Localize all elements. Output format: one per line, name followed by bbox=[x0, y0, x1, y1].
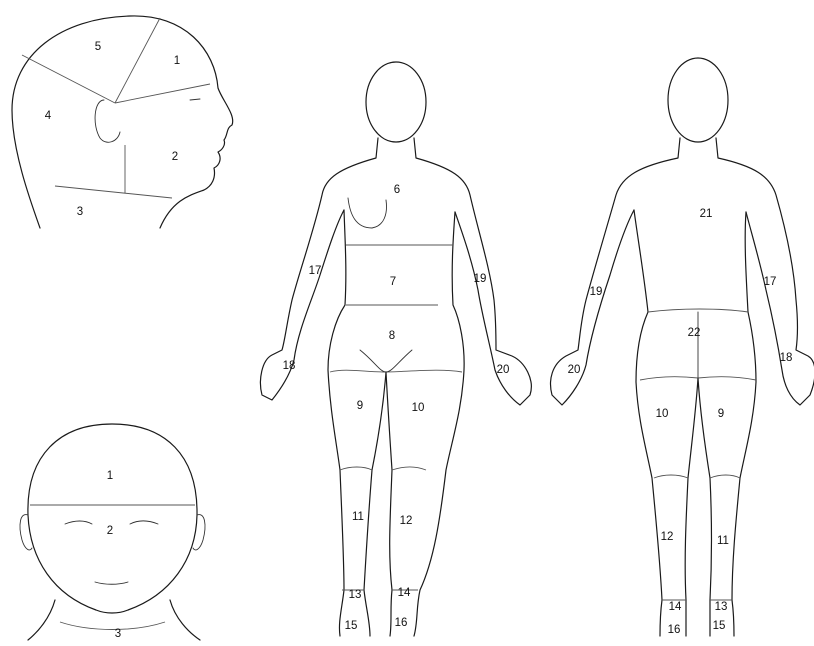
back-body-region-9: 9 bbox=[718, 408, 724, 420]
front-body-region-8: 8 bbox=[389, 330, 395, 342]
front-body-region-13: 13 bbox=[349, 589, 362, 601]
back-body-region-14: 14 bbox=[669, 601, 682, 613]
front-body-region-6: 6 bbox=[394, 184, 400, 196]
front-body-region-12: 12 bbox=[400, 515, 413, 527]
back-body-figure bbox=[551, 58, 814, 636]
back-body-region-18: 18 bbox=[780, 352, 793, 364]
front-body-region-20: 20 bbox=[497, 364, 510, 376]
front-body-region-17: 17 bbox=[309, 265, 322, 277]
front-body-region-18: 18 bbox=[283, 360, 296, 372]
front-body-region-10: 10 bbox=[412, 402, 425, 414]
front-body-region-7: 7 bbox=[390, 276, 396, 288]
front-head-region-1: 1 bbox=[107, 470, 113, 482]
side-head-region-4: 4 bbox=[45, 110, 52, 122]
front-body-region-16: 16 bbox=[395, 617, 408, 629]
back-body-region-13: 13 bbox=[715, 601, 728, 613]
front-body-region-14: 14 bbox=[398, 587, 411, 599]
side-head-region-5: 5 bbox=[95, 41, 101, 53]
front-body-region-19: 19 bbox=[474, 273, 487, 285]
front-head-region-3: 3 bbox=[115, 628, 121, 640]
front-head-region-2: 2 bbox=[107, 525, 113, 537]
back-body-region-12: 12 bbox=[661, 531, 674, 543]
back-body-region-19: 19 bbox=[590, 286, 603, 298]
back-body-region-21: 21 bbox=[700, 208, 713, 220]
side-head-region-3: 3 bbox=[77, 206, 83, 218]
back-body-region-17: 17 bbox=[764, 276, 777, 288]
back-body-region-22: 22 bbox=[688, 327, 701, 339]
side-head-region-1: 1 bbox=[174, 55, 180, 67]
back-body-region-10: 10 bbox=[656, 408, 669, 420]
back-body-region-15: 15 bbox=[713, 620, 726, 632]
front-body-region-15: 15 bbox=[345, 620, 358, 632]
front-body-region-11: 11 bbox=[352, 511, 364, 523]
front-body-region-9: 9 bbox=[357, 400, 363, 412]
front-body-figure bbox=[260, 62, 531, 636]
back-body-region-11: 11 bbox=[717, 535, 729, 547]
back-body-region-20: 20 bbox=[568, 364, 581, 376]
side-head-region-2: 2 bbox=[172, 151, 178, 163]
back-body-region-16: 16 bbox=[668, 624, 681, 636]
